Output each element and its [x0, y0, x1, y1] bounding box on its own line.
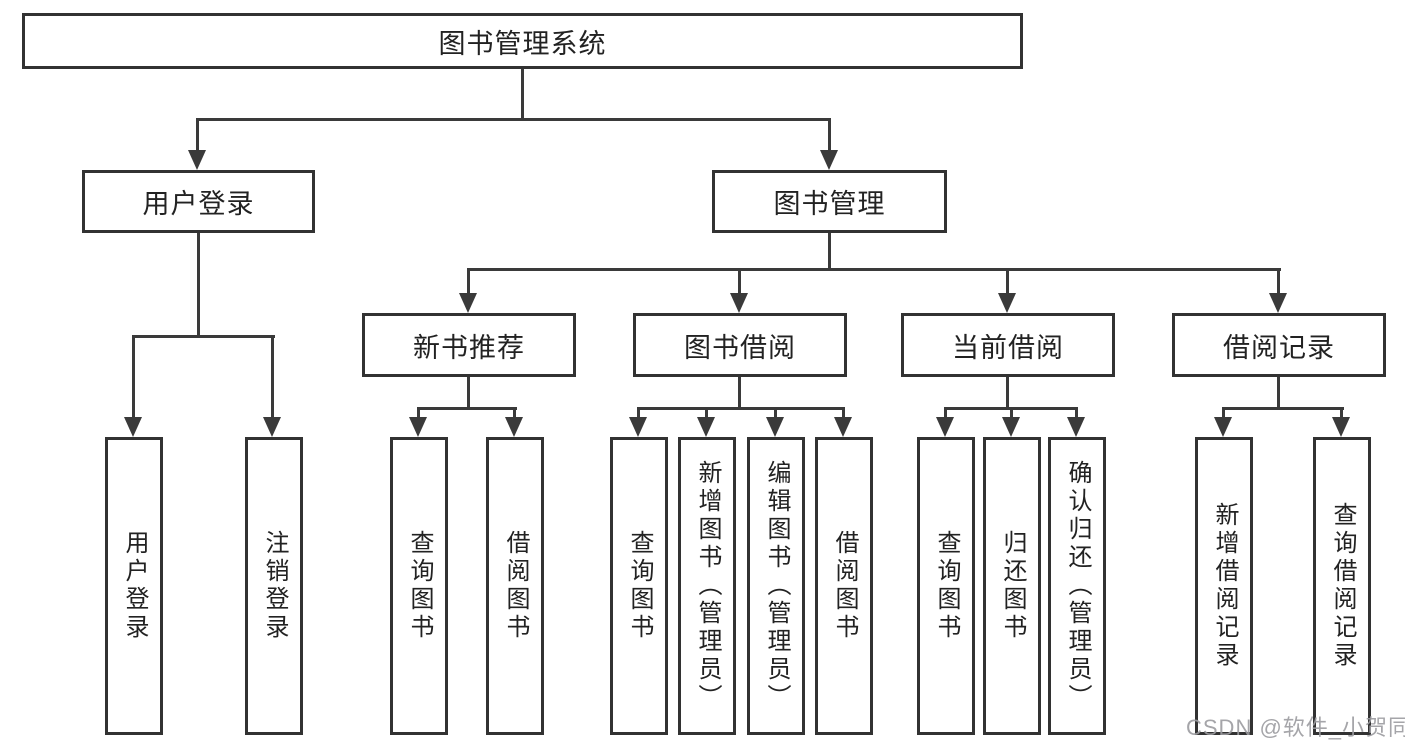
leaf-borrow-query-books: 查询图书	[610, 437, 668, 735]
connector-arrow	[409, 407, 427, 437]
node-user-login: 用户登录	[82, 170, 315, 233]
leaf-borrow-query-books-label: 查询图书	[626, 530, 653, 642]
node-book-borrowing: 图书借阅	[633, 313, 847, 377]
connector-arrow	[629, 407, 647, 437]
csdn-watermark: CSDN @软件_小贺同学	[1186, 715, 1405, 740]
connector-arrow	[1269, 268, 1287, 313]
connector-arrow	[1067, 407, 1085, 437]
leaf-borrow-borrow-books-label: 借阅图书	[831, 530, 858, 642]
connector-arrow	[124, 335, 142, 437]
connector-line	[197, 233, 200, 335]
leaf-user-login: 用户登录	[105, 437, 163, 735]
leaf-current-return-books-label: 归还图书	[999, 530, 1026, 642]
node-book-management: 图书管理	[712, 170, 947, 233]
connector-arrow	[820, 118, 838, 170]
leaf-records-add-borrow-record-label: 新增借阅记录	[1211, 502, 1238, 670]
leaf-borrow-edit-books-admin-label: 编辑图书（管理员）	[763, 460, 790, 712]
connector-arrow	[697, 407, 715, 437]
connector-arrow	[998, 268, 1016, 313]
connector-line	[196, 118, 831, 121]
connector-arrow	[1214, 407, 1232, 437]
connector-arrow	[834, 407, 852, 437]
leaf-current-confirm-return-admin: 确认归还（管理员）	[1048, 437, 1106, 735]
connector-arrow	[263, 335, 281, 437]
node-current-borrowing: 当前借阅	[901, 313, 1115, 377]
connector-arrow	[1332, 407, 1350, 437]
leaf-records-query-borrow-record-label: 查询借阅记录	[1329, 502, 1356, 670]
leaf-current-confirm-return-admin-label: 确认归还（管理员）	[1064, 460, 1091, 712]
node-book-borrowing-label: 图书借阅	[684, 332, 796, 363]
leaf-logout-login: 注销登录	[245, 437, 303, 735]
node-library-system: 图书管理系统	[22, 13, 1023, 69]
node-book-management-label: 图书管理	[773, 189, 886, 219]
node-current-borrowing-label: 当前借阅	[952, 332, 1064, 363]
leaf-borrow-borrow-books: 借阅图书	[815, 437, 873, 735]
connector-arrow	[936, 407, 954, 437]
leaf-recommend-borrow-books: 借阅图书	[486, 437, 544, 735]
leaf-current-query-books-label: 查询图书	[933, 530, 960, 642]
connector-arrow	[505, 407, 523, 437]
connector-arrow	[188, 118, 206, 170]
connector-line	[738, 377, 741, 407]
leaf-recommend-query-books: 查询图书	[390, 437, 448, 735]
leaf-borrow-add-books-admin-label: 新增图书（管理员）	[694, 460, 721, 712]
connector-line	[467, 377, 470, 407]
connector-line	[637, 407, 845, 410]
connector-line	[417, 407, 517, 410]
node-borrowing-records-label: 借阅记录	[1223, 332, 1335, 363]
leaf-current-return-books: 归还图书	[983, 437, 1041, 735]
leaf-current-query-books: 查询图书	[917, 437, 975, 735]
connector-arrow	[730, 268, 748, 313]
connector-line	[467, 268, 1281, 271]
connector-line	[132, 335, 275, 338]
leaf-borrow-add-books-admin: 新增图书（管理员）	[678, 437, 736, 735]
node-library-system-label: 图书管理系统	[438, 28, 607, 59]
node-borrowing-records: 借阅记录	[1172, 313, 1386, 377]
leaf-records-query-borrow-record: 查询借阅记录	[1313, 437, 1371, 735]
leaf-borrow-edit-books-admin: 编辑图书（管理员）	[747, 437, 805, 735]
connector-line	[1277, 377, 1280, 407]
connector-line	[521, 69, 524, 118]
connector-line	[828, 233, 831, 268]
connector-line	[1006, 377, 1009, 407]
leaf-recommend-borrow-books-label: 借阅图书	[502, 530, 529, 642]
leaf-user-login-label: 用户登录	[121, 530, 148, 642]
node-new-book-recommendation-label: 新书推荐	[413, 332, 525, 363]
connector-line	[1222, 407, 1344, 410]
leaf-logout-login-label: 注销登录	[261, 530, 288, 642]
connector-arrow	[766, 407, 784, 437]
node-new-book-recommendation: 新书推荐	[362, 313, 576, 377]
leaf-records-add-borrow-record: 新增借阅记录	[1195, 437, 1253, 735]
connector-arrow	[459, 268, 477, 313]
leaf-recommend-query-books-label: 查询图书	[406, 530, 433, 642]
node-user-login-label: 用户登录	[142, 189, 255, 219]
connector-arrow	[1002, 407, 1020, 437]
